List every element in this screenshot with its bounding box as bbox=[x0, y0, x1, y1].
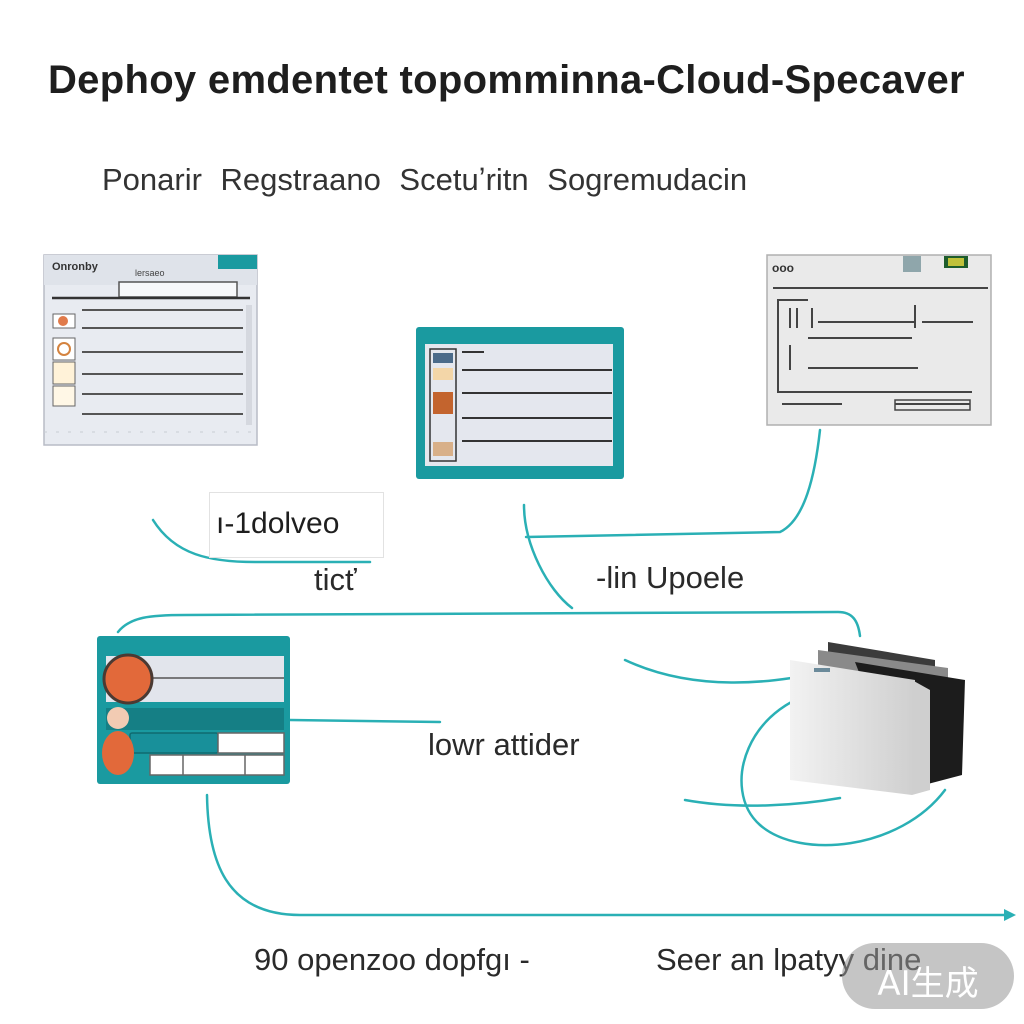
page-title: Dephoy emdentet topomminna-Cloud-Specave… bbox=[48, 58, 965, 102]
arrow-head-icon bbox=[1004, 909, 1016, 921]
connector-server-tail bbox=[683, 796, 842, 807]
connector-right-window bbox=[524, 428, 822, 539]
window-left[interactable]: Onronby lersaeo bbox=[43, 254, 258, 446]
label-tict: ticť bbox=[314, 562, 357, 597]
connector-center-card bbox=[522, 503, 574, 610]
card-center[interactable] bbox=[416, 327, 624, 479]
page-subtitle: Ponarir Regstraano Scetuʼritn Sogremudac… bbox=[102, 162, 748, 197]
card-bottom-left[interactable] bbox=[97, 636, 290, 784]
label-tour: lowr attider bbox=[428, 727, 580, 762]
label-upoele: -lin Upoele bbox=[596, 560, 745, 595]
avatar-icon bbox=[102, 731, 134, 775]
window-left-title: Onronby bbox=[52, 261, 99, 273]
label-box-text: ı-1dolveo bbox=[216, 507, 340, 540]
label-box: ı-1dolveo bbox=[209, 492, 384, 558]
avatar-icon bbox=[57, 342, 71, 356]
server-stack-icon bbox=[790, 642, 965, 795]
avatar-icon bbox=[433, 368, 453, 380]
window-left-accent bbox=[218, 255, 257, 269]
connector-server-loop bbox=[623, 658, 812, 684]
window-right-title: ooo bbox=[772, 261, 794, 275]
window-left-field-label: lersaeo bbox=[135, 268, 165, 278]
avatar-icon bbox=[433, 392, 453, 414]
connector-server-swirl bbox=[740, 686, 947, 847]
connector-to-tour bbox=[288, 718, 442, 724]
avatar-icon bbox=[102, 653, 154, 705]
window-left-search-field bbox=[118, 281, 238, 298]
avatar-icon bbox=[58, 316, 68, 326]
connector-left-window bbox=[151, 518, 372, 564]
connector-top-bridge bbox=[116, 610, 862, 638]
avatar-icon bbox=[433, 442, 453, 456]
watermark-text: AI生成 bbox=[877, 964, 979, 1004]
window-left-scrollbar bbox=[246, 305, 252, 425]
avatar-icon bbox=[107, 707, 129, 729]
watermark-badge: AI生成 bbox=[842, 943, 1014, 1009]
connector-bottom bbox=[205, 793, 1014, 917]
label-bottom-left: 90 openzoo dopfgı - bbox=[254, 942, 530, 977]
window-right[interactable]: ooo bbox=[766, 254, 992, 426]
